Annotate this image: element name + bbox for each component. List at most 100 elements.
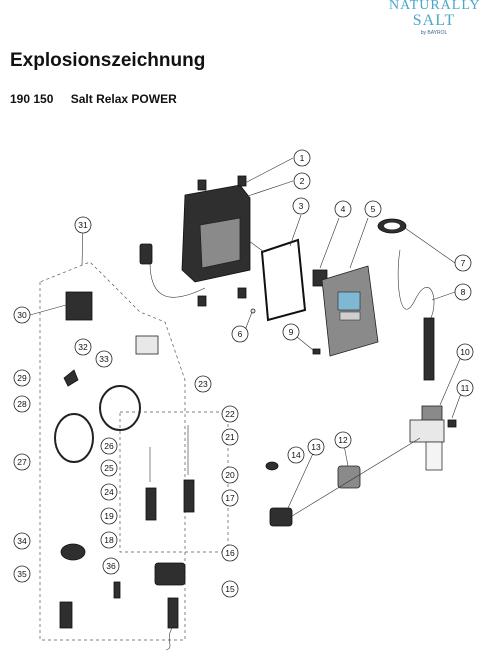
svg-text:4: 4 — [341, 204, 346, 214]
svg-text:29: 29 — [17, 373, 27, 383]
svg-text:27: 27 — [17, 457, 27, 467]
svg-text:1: 1 — [300, 153, 305, 163]
clip-part — [63, 369, 79, 387]
callout-32: 32 — [74, 338, 92, 356]
callout-1: 1 — [293, 149, 311, 167]
svg-text:28: 28 — [17, 399, 27, 409]
svg-text:5: 5 — [371, 204, 376, 214]
callout-22: 22 — [221, 405, 239, 423]
bracket-part — [135, 335, 159, 355]
svg-text:3: 3 — [299, 201, 304, 211]
callout-23: 23 — [194, 375, 212, 393]
svg-text:12: 12 — [338, 435, 348, 445]
gasket-part — [260, 238, 307, 322]
callout-18: 18 — [100, 531, 118, 549]
svg-text:19: 19 — [104, 511, 114, 521]
logo-line-2: SALT — [412, 12, 456, 29]
svg-text:16: 16 — [225, 548, 235, 558]
callout-17: 17 — [221, 489, 239, 507]
plug-part-11 — [447, 419, 457, 428]
svg-text:23: 23 — [198, 379, 208, 389]
callout-6: 6 — [231, 325, 249, 343]
svg-text:25: 25 — [104, 463, 114, 473]
svg-text:9: 9 — [289, 327, 294, 337]
callout-7: 7 — [454, 254, 472, 272]
svg-text:30: 30 — [17, 310, 27, 320]
callout-2: 2 — [293, 172, 311, 190]
svg-text:8: 8 — [461, 287, 466, 297]
coil-27 — [54, 413, 94, 463]
power-plug — [139, 243, 153, 265]
callout-25: 25 — [100, 459, 118, 477]
callout-16: 16 — [221, 544, 239, 562]
pump-part — [65, 291, 93, 321]
plug-part-9 — [312, 348, 321, 355]
svg-text:31: 31 — [78, 220, 88, 230]
control-box-part — [181, 175, 251, 307]
callout-19: 19 — [100, 507, 118, 525]
callout-10: 10 — [456, 343, 474, 361]
o-ring-part-14 — [265, 461, 279, 471]
callout-28: 28 — [13, 395, 31, 413]
svg-text:34: 34 — [17, 536, 27, 546]
callout-8: 8 — [454, 283, 472, 301]
callout-3: 3 — [292, 197, 310, 215]
nozzle-part — [113, 581, 121, 599]
svg-text:20: 20 — [225, 470, 235, 480]
callout-14: 14 — [287, 446, 305, 464]
svg-text:33: 33 — [99, 354, 109, 364]
callout-12: 12 — [334, 431, 352, 449]
front-cover-part — [321, 265, 379, 357]
page-title: Explosionszeichnung — [10, 50, 206, 71]
svg-text:15: 15 — [225, 584, 235, 594]
svg-text:18: 18 — [104, 535, 114, 545]
group-frame-31 — [39, 261, 186, 641]
svg-text:6: 6 — [238, 329, 243, 339]
svg-text:26: 26 — [104, 441, 114, 451]
union-part — [337, 465, 361, 489]
callout-34: 34 — [13, 532, 31, 550]
article-number: 190 150 — [10, 92, 54, 106]
product-name: Salt Relax POWER — [70, 92, 177, 106]
svg-text:24: 24 — [104, 487, 114, 497]
logo-line-3: by BAYROL — [420, 30, 448, 36]
svg-text:7: 7 — [461, 258, 466, 268]
callout-27: 27 — [13, 453, 31, 471]
cap-part — [60, 543, 86, 561]
callout-31: 31 — [74, 216, 92, 234]
callout-33: 33 — [95, 350, 113, 368]
svg-text:2: 2 — [300, 176, 305, 186]
svg-text:36: 36 — [106, 561, 116, 571]
svg-text:14: 14 — [291, 450, 301, 460]
callout-36: 36 — [102, 557, 120, 575]
svg-text:22: 22 — [225, 409, 235, 419]
callout-26: 26 — [100, 437, 118, 455]
callout-11: 11 — [456, 379, 474, 397]
svg-text:35: 35 — [17, 569, 27, 579]
svg-text:13: 13 — [311, 442, 321, 452]
callout-30: 30 — [13, 306, 31, 324]
tee-housing-part — [409, 405, 445, 471]
valve-part — [59, 601, 73, 629]
coupling-part — [269, 507, 293, 527]
fitting-part — [154, 562, 186, 586]
callout-4: 4 — [334, 200, 352, 218]
callout-35: 35 — [13, 565, 31, 583]
coil-26 — [99, 385, 141, 431]
svg-text:17: 17 — [225, 493, 235, 503]
brand-logo: NATURALLY SALT by BAYROL — [389, 0, 480, 50]
callout-13: 13 — [307, 438, 325, 456]
callout-21: 21 — [221, 428, 239, 446]
page-subtitle: 190 150 Salt Relax POWER — [10, 92, 177, 106]
callout-5: 5 — [364, 200, 382, 218]
sensor-part — [167, 597, 179, 629]
electrode-part — [423, 317, 435, 381]
callout-29: 29 — [13, 369, 31, 387]
power-cable — [149, 261, 206, 298]
svg-text:32: 32 — [78, 342, 88, 352]
group-frame-23 — [119, 411, 229, 553]
cell-cable — [397, 249, 435, 321]
callout-15: 15 — [221, 580, 239, 598]
callout-24: 24 — [100, 483, 118, 501]
